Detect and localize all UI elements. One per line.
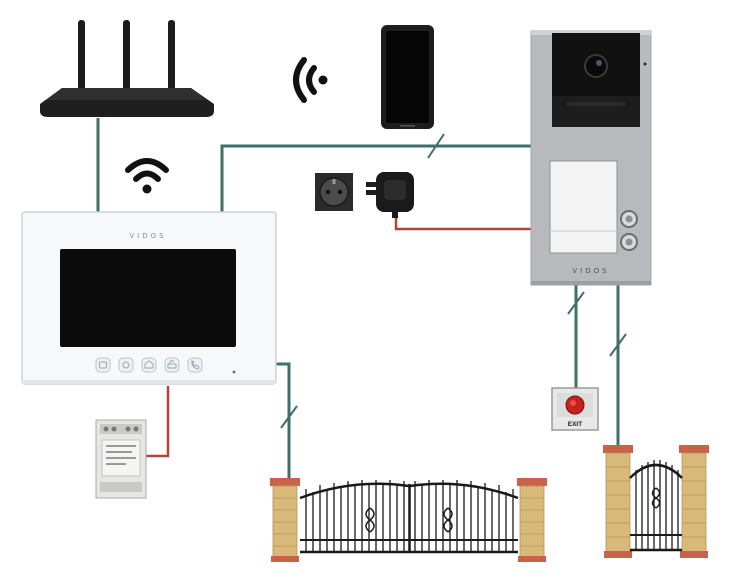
cable-break-mark (280, 405, 298, 429)
driveway-gate-icon (270, 478, 547, 562)
cable-break-mark (427, 133, 445, 159)
wifi-icon (125, 158, 169, 194)
cable-monitor-gate (274, 362, 291, 478)
monitor-button[interactable] (118, 357, 134, 373)
door-station: VIDOS (530, 30, 652, 286)
cable-break-mark (609, 333, 627, 357)
monitor-button[interactable] (95, 357, 111, 373)
monitor-menu-icon (99, 361, 107, 369)
wifi-icon (293, 57, 328, 103)
gate-pillar (270, 478, 300, 562)
cable-adapter-doorstation (394, 213, 531, 231)
power-socket-icon (315, 173, 353, 211)
cable-break-mark (567, 291, 585, 315)
power-adapter-icon (366, 172, 414, 218)
exit-button-icon: EXIT (551, 387, 599, 431)
monitor-status-led (232, 370, 236, 374)
camera-lens-icon (584, 54, 608, 78)
gate-pillar (679, 445, 709, 558)
cables (96, 118, 627, 478)
monitor-monitoring-icon (122, 361, 130, 369)
door-station-brand-logo: VIDOS (572, 267, 609, 275)
monitor-button[interactable] (141, 357, 157, 373)
monitor-screen (60, 249, 236, 347)
cable-monitor-doorstation (220, 144, 531, 212)
monitor-unlock-icon (167, 360, 177, 369)
door-station-led (643, 62, 647, 66)
wicket-gate-icon (603, 445, 709, 558)
monitor-call-icon (191, 360, 200, 370)
gate-pillar (603, 445, 633, 558)
monitor-button[interactable] (187, 357, 203, 373)
monitor-home-icon (144, 360, 154, 369)
router-icon (40, 20, 214, 117)
exit-button-label: EXIT (568, 421, 582, 428)
monitor-brand-logo: VIDOS (129, 232, 166, 240)
gate-pillar (517, 478, 547, 562)
name-plate (549, 160, 618, 254)
indoor-monitor: VIDOS (21, 211, 277, 385)
cable-psu-monitor (144, 386, 170, 458)
din-power-supply-icon (95, 419, 147, 499)
smartphone-icon (381, 25, 434, 129)
power-cables (144, 213, 531, 458)
